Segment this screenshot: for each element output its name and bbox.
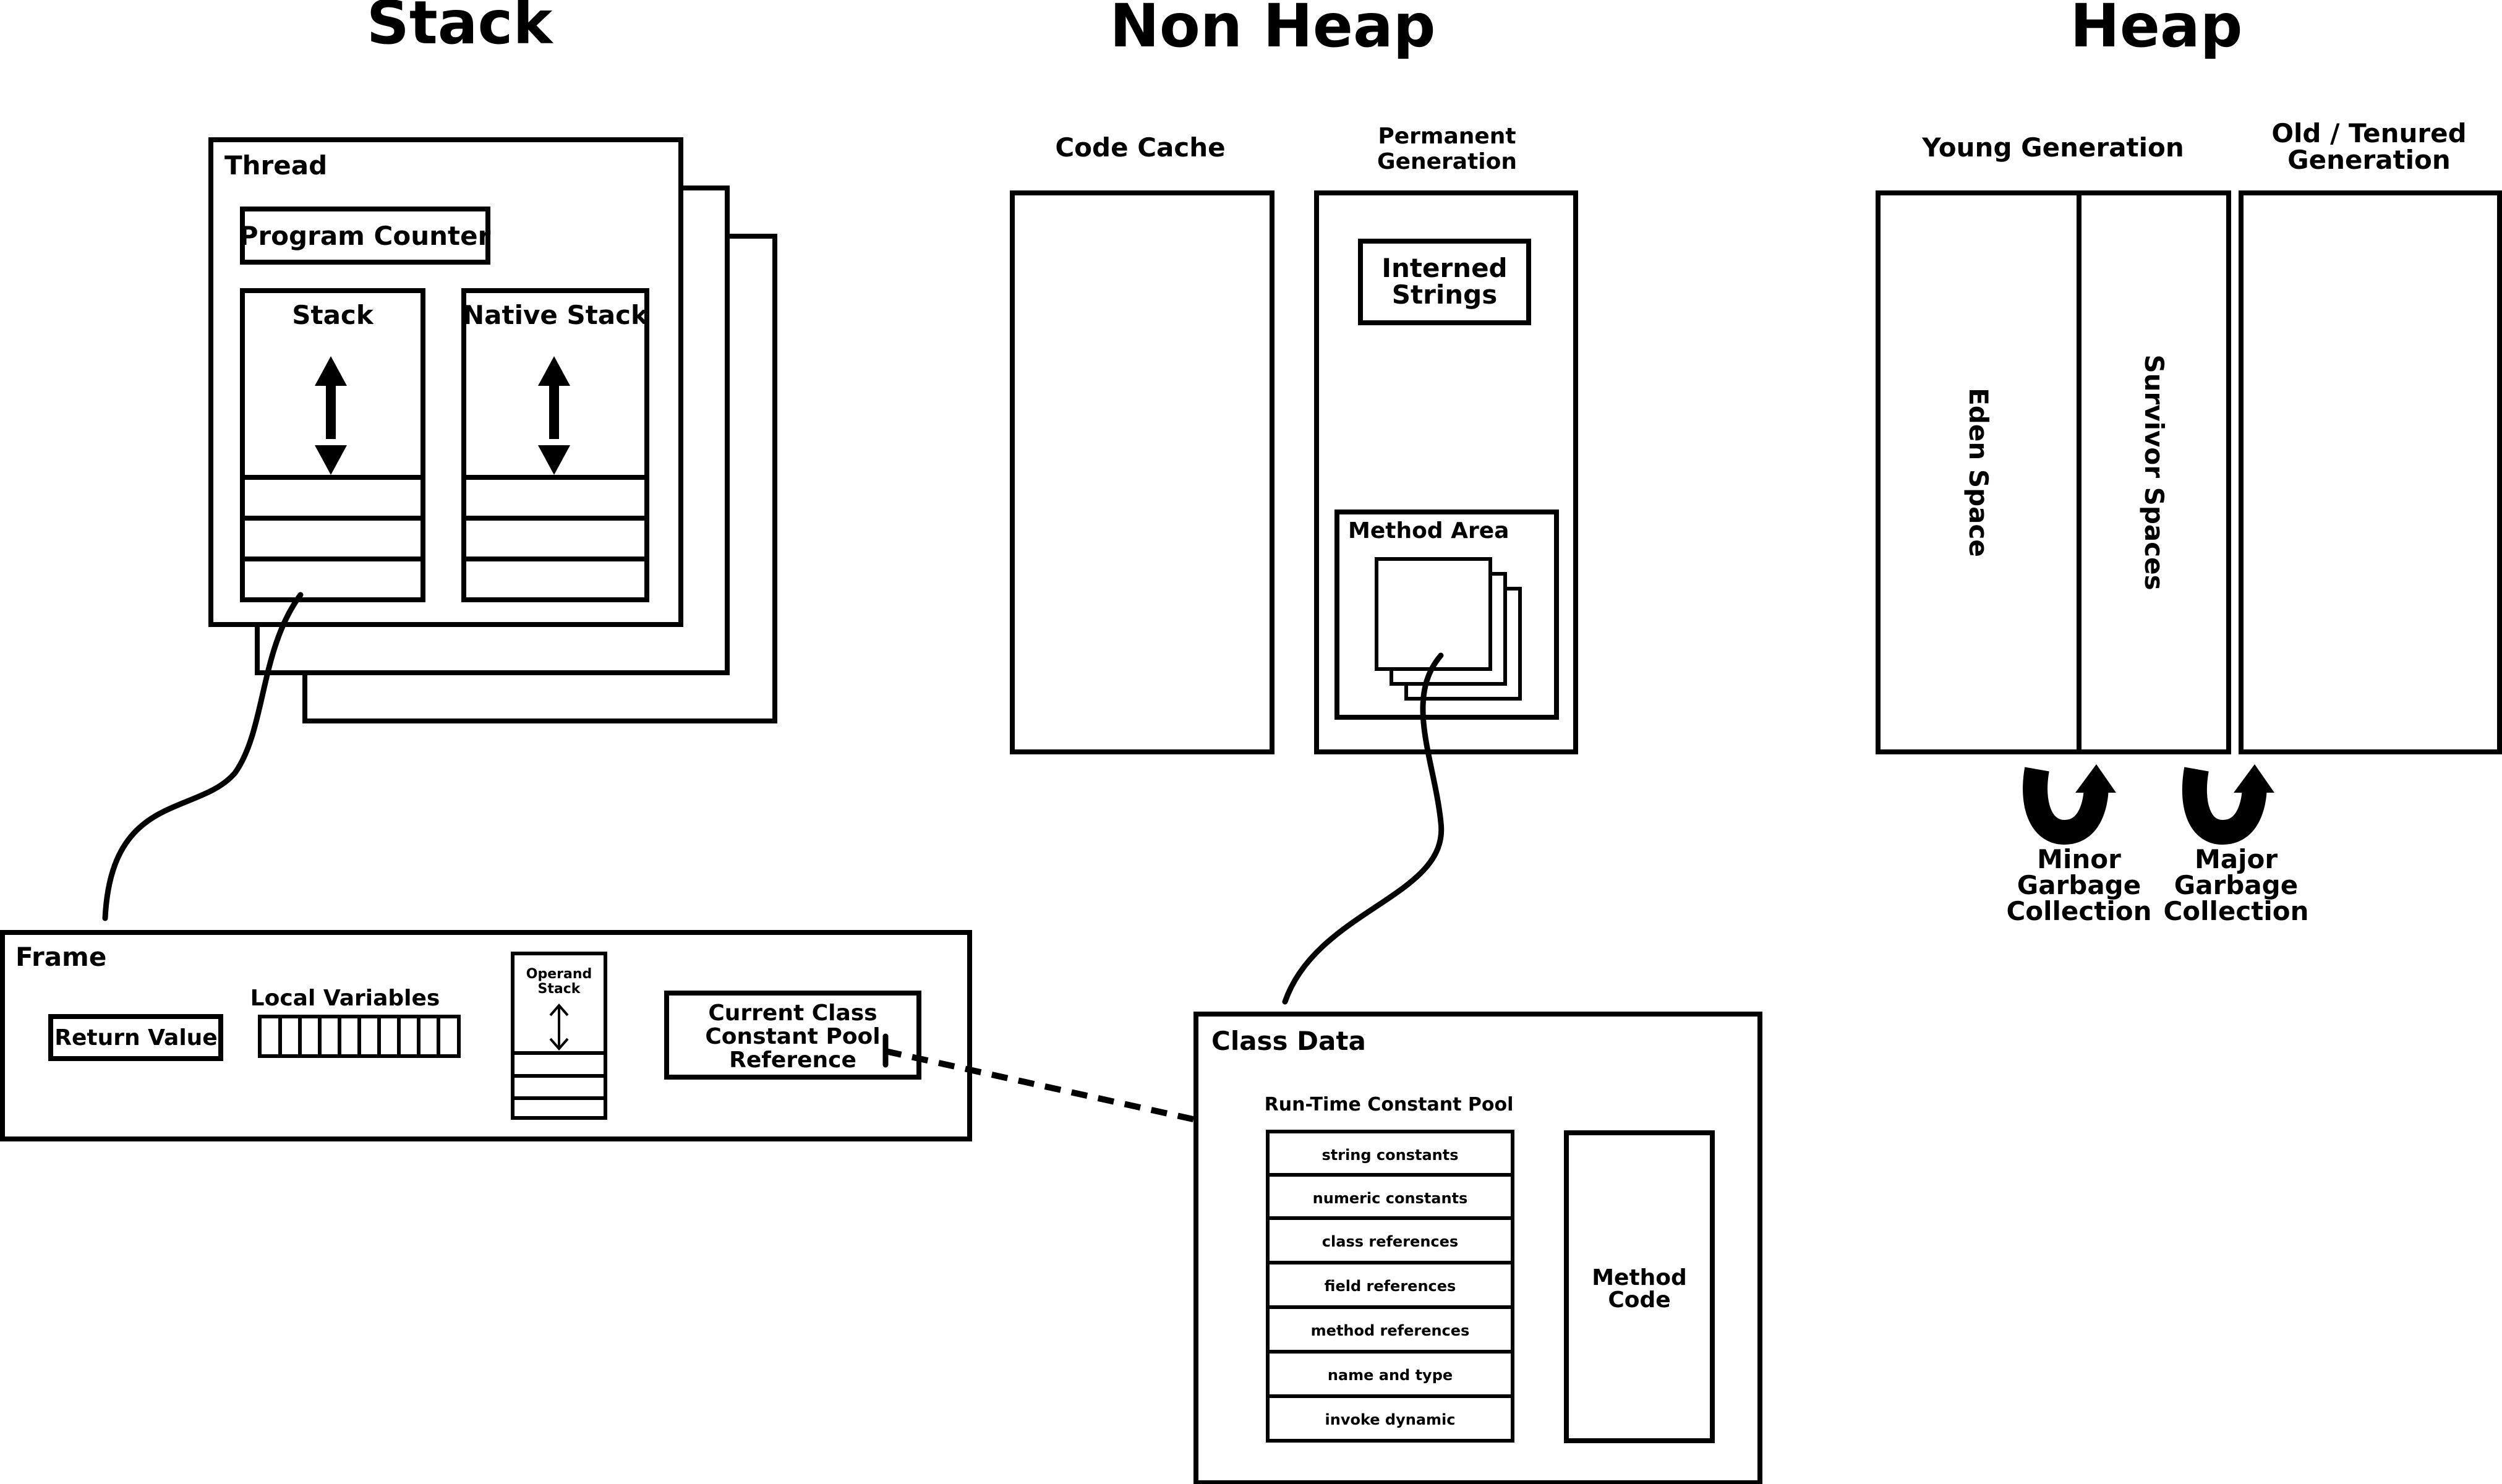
pool-entry-2: numeric constants bbox=[1313, 1190, 1468, 1207]
stack-title: Stack bbox=[367, 0, 554, 58]
major-gc-label-line-1: Major bbox=[2195, 844, 2278, 874]
operand-stack-label-line-2: Stack bbox=[538, 981, 581, 997]
class-data-group: Class Data Run-Time Constant Pool string… bbox=[1193, 1012, 1762, 1484]
current-class-ref-box bbox=[664, 991, 921, 1080]
return-value-box bbox=[48, 1014, 223, 1061]
frame-group: Frame Return Value Local Variables Opera… bbox=[0, 930, 972, 1141]
method-code-box bbox=[1564, 1130, 1715, 1443]
method-code-line-1: Method bbox=[1592, 1265, 1687, 1290]
stack-grow-arrow-icon bbox=[315, 356, 347, 475]
minor-gc-label-line-3: Collection bbox=[2006, 896, 2151, 926]
operand-stack-arrow-icon bbox=[549, 1003, 569, 1051]
pool-entry-5: method references bbox=[1311, 1322, 1470, 1339]
pool-entry-box-7 bbox=[1266, 1394, 1514, 1443]
major-gc-arrow-icon bbox=[2182, 764, 2274, 845]
runtime-constant-pool-label: Run-Time Constant Pool bbox=[1265, 1094, 1514, 1115]
pool-entry-box-6 bbox=[1266, 1350, 1514, 1398]
non-heap-title: Non Heap bbox=[1109, 0, 1435, 61]
old-generation-box bbox=[2239, 190, 2502, 754]
method-area-to-class-data-connector bbox=[1282, 652, 1445, 1005]
eden-space-label: Eden Space bbox=[1963, 388, 1994, 557]
young-generation-label: Young Generation bbox=[1921, 132, 2184, 163]
major-gc-label-line-3: Collection bbox=[2163, 896, 2308, 926]
operand-stack-label-line-1: Operand bbox=[526, 966, 592, 982]
interned-strings-line-2: Strings bbox=[1392, 279, 1497, 310]
pool-entry-7: invoke dynamic bbox=[1325, 1411, 1456, 1428]
heap-title: Heap bbox=[2070, 0, 2243, 61]
class-data-label: Class Data bbox=[1211, 1026, 1366, 1056]
current-class-ref-line-3: Reference bbox=[729, 1047, 856, 1073]
permanent-generation-label-line-1: Permanent bbox=[1378, 124, 1516, 149]
minor-gc-arrow-icon bbox=[2023, 764, 2116, 845]
major-gc-label-line-2: Garbage bbox=[2174, 870, 2298, 900]
local-variables-slots bbox=[258, 1015, 461, 1058]
pool-entry-1: string constants bbox=[1321, 1146, 1458, 1164]
old-generation-label-line-2: Generation bbox=[2287, 145, 2451, 175]
young-generation-box bbox=[1876, 190, 2231, 754]
pool-entry-box-2 bbox=[1266, 1173, 1514, 1220]
native-stack-label: Native Stack bbox=[463, 300, 649, 330]
thread-stack-label: Stack bbox=[292, 300, 374, 330]
survivor-spaces-label: Survivor Spaces bbox=[2139, 354, 2169, 590]
method-code-line-2: Code bbox=[1608, 1287, 1670, 1313]
current-class-ref-line-2: Constant Pool bbox=[705, 1024, 880, 1049]
thread-label: Thread bbox=[224, 150, 327, 181]
pool-entry-4: field references bbox=[1325, 1277, 1456, 1295]
method-area-class-card-1 bbox=[1375, 557, 1492, 671]
non-heap-group: Code Cache Permanent Generation Interned… bbox=[1010, 124, 1578, 754]
interned-strings-box bbox=[1358, 239, 1531, 325]
current-class-ref-line-1: Current Class bbox=[708, 1000, 877, 1026]
permanent-generation-label-line-2: Generation bbox=[1377, 149, 1517, 174]
pool-entry-6: name and type bbox=[1328, 1367, 1453, 1384]
operand-stack-box bbox=[511, 952, 607, 1120]
minor-gc-label-line-2: Garbage bbox=[2017, 870, 2141, 900]
thread-group: Thread Program Counter Stack Native Stac… bbox=[208, 137, 777, 723]
code-cache-box bbox=[1010, 190, 1274, 754]
pool-entry-box-3 bbox=[1266, 1216, 1514, 1264]
minor-gc-label-line-1: Minor bbox=[2037, 844, 2121, 874]
thread-to-frame-connector bbox=[102, 592, 304, 921]
return-value-label: Return Value bbox=[54, 1025, 217, 1051]
old-generation-label-line-1: Old / Tenured bbox=[2271, 118, 2466, 148]
code-cache-label: Code Cache bbox=[1055, 132, 1225, 163]
heap-group: Young Generation Old / Tenured Generatio… bbox=[1876, 118, 2502, 926]
native-stack-grow-arrow-icon bbox=[538, 356, 570, 475]
program-counter-box bbox=[240, 207, 490, 265]
local-variables-label: Local Variables bbox=[250, 986, 440, 1011]
method-area-label: Method Area bbox=[1348, 518, 1509, 544]
interned-strings-line-1: Interned bbox=[1381, 253, 1507, 283]
pool-entry-3: class references bbox=[1322, 1233, 1458, 1250]
frame-label: Frame bbox=[15, 942, 106, 972]
program-counter-label: Program Counter bbox=[239, 221, 491, 251]
